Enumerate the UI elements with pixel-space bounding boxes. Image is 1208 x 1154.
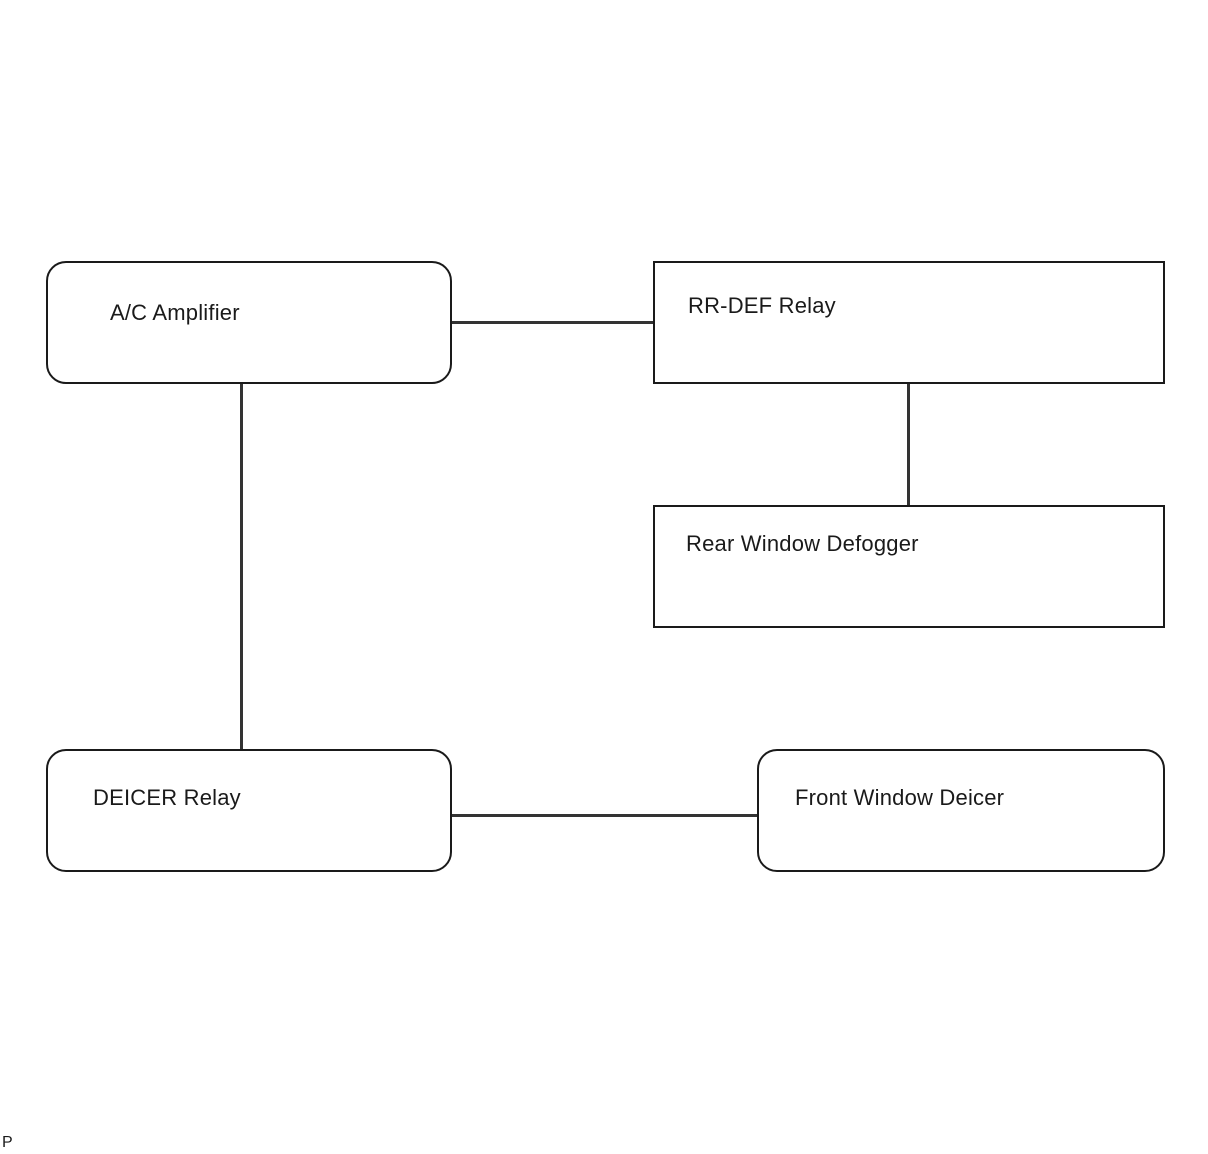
node-ac-amplifier: A/C Amplifier xyxy=(46,261,452,384)
node-label: Rear Window Defogger xyxy=(686,531,919,556)
node-label: Front Window Deicer xyxy=(795,785,1005,810)
node-rr-def-relay: RR-DEF Relay xyxy=(653,261,1165,384)
node-label: DEICER Relay xyxy=(93,785,241,810)
node-label: A/C Amplifier xyxy=(110,300,240,325)
node-front-window-deicer: Front Window Deicer xyxy=(757,749,1165,872)
node-deicer-relay: DEICER Relay xyxy=(46,749,452,872)
node-label: RR-DEF Relay xyxy=(688,293,836,318)
connector-deicer-relay-to-front-window-deicer xyxy=(452,814,757,817)
connector-rr-def-relay-to-rear-window-defogger xyxy=(907,384,910,505)
connector-ac-amplifier-to-deicer-relay xyxy=(240,384,243,749)
connector-ac-amplifier-to-rr-def-relay xyxy=(452,321,653,324)
corner-mark: P xyxy=(2,1134,13,1151)
node-rear-window-defogger: Rear Window Defogger xyxy=(653,505,1165,628)
